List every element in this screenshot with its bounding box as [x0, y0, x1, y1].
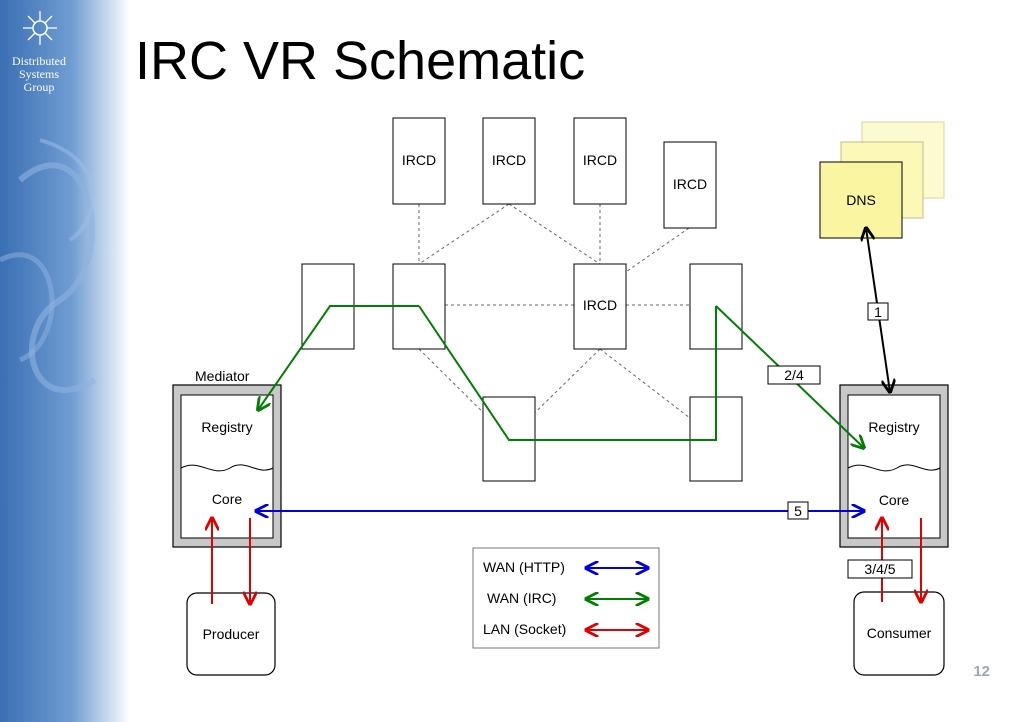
org-name-line: Group	[23, 80, 55, 94]
ircd-box	[663, 141, 717, 229]
dns-box-front	[819, 161, 903, 239]
ircd-box	[573, 117, 627, 205]
sidebar: Distributed Systems Group	[0, 0, 130, 722]
ircd-label: IRCD	[402, 152, 436, 168]
org-name: Distributed Systems Group	[0, 55, 78, 94]
org-name-line: Distributed	[12, 54, 66, 68]
right-node-inner	[847, 394, 941, 539]
mediator-node: Mediator Registry Core	[172, 368, 282, 548]
irc-network-links	[418, 203, 717, 439]
network-hub-icon	[23, 11, 57, 45]
right-core-label: Core	[879, 492, 910, 508]
mediator-core-label: Core	[212, 491, 243, 507]
step-label-box	[867, 302, 889, 321]
step-label-socket-link: 3/4/5	[864, 561, 895, 577]
irc-path-main	[418, 305, 717, 441]
legend: WAN (HTTP) WAN (IRC) LAN (Socket)	[472, 547, 660, 649]
irc-link	[508, 203, 601, 265]
ircd-label: IRCD	[583, 152, 617, 168]
step-label-box	[847, 559, 913, 579]
slide-title: IRC VR Schematic	[135, 31, 586, 91]
irc-link	[418, 203, 510, 265]
ircd-label: IRCD	[673, 176, 707, 192]
page-number: 12	[973, 663, 990, 680]
irc-path-arrow-left	[258, 305, 419, 410]
producer-box	[186, 592, 276, 676]
legend-label-irc: WAN (IRC)	[487, 590, 556, 606]
step-label-http-link: 5	[794, 503, 802, 519]
step-label-box	[767, 365, 821, 385]
ircd-label: IRCD	[492, 152, 526, 168]
legend-label-socket: LAN (Socket)	[483, 621, 566, 637]
dns-label: DNS	[846, 192, 876, 208]
ircd-label: IRCD	[583, 297, 617, 313]
org-name-line: Systems	[18, 67, 59, 81]
legend-label-http: WAN (HTTP)	[483, 559, 565, 575]
producer-label: Producer	[203, 626, 260, 642]
dns-servers: DNS	[819, 121, 945, 239]
ircd-box	[392, 117, 446, 205]
step-label-irc-path: 2/4	[784, 367, 804, 383]
consumer-label: Consumer	[867, 625, 932, 641]
right-registry-label: Registry	[868, 419, 919, 435]
ircd-box	[573, 263, 627, 350]
consumer-side-node: Registry Core	[839, 384, 949, 548]
mediator-title: Mediator	[195, 368, 250, 384]
ircd-box	[482, 117, 536, 205]
mediator-registry-label: Registry	[201, 419, 252, 435]
ircd-servers	[301, 117, 743, 482]
step-label-box	[787, 501, 809, 520]
consumer-box	[853, 591, 945, 676]
mediator-inner	[180, 394, 274, 539]
step-label-dns-lookup: 1	[874, 304, 882, 320]
right-node-divider-wave	[847, 464, 941, 472]
mediator-divider-wave	[180, 464, 274, 472]
sidebar-swirl-decoration	[0, 138, 97, 394]
